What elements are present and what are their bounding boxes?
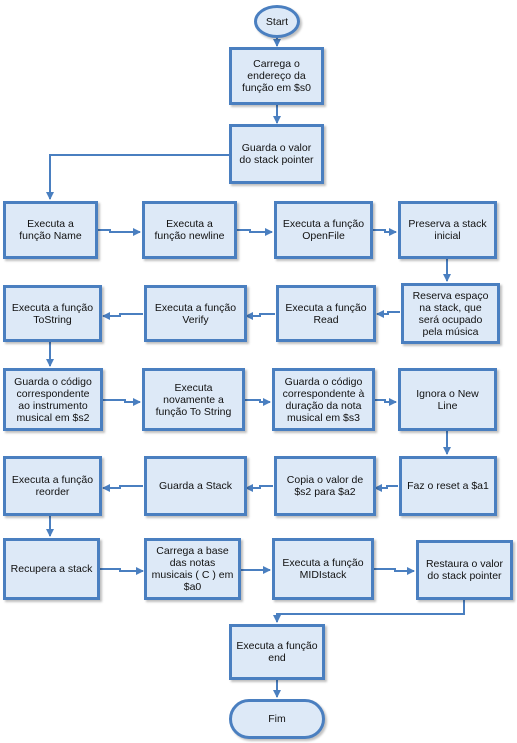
arrow-reserva-to-read [376,310,400,318]
exec-reorder-box: Executa a função reorder [3,456,102,516]
carrega-endereco-box: Carrega o endereço da função em $s0 [229,47,324,105]
recupera-stack-box: Recupera a stack [3,538,100,600]
exec-novamente-tostring-box: Executa novamente a função To String [142,368,245,431]
guarda-codigo-dur-box: Guarda o código correspondente à duração… [272,368,375,431]
ignora-newline-box: Ignora o New Line [398,368,497,431]
arrow-midistack-to-restaura [373,567,415,575]
exec-name-box: Executa a função Name [3,201,98,259]
arrow-copia-to-guarda-stack [245,484,273,492]
arrow-openfile-to-preserva [372,228,397,236]
exec-verify-box: Executa a função Verify [144,285,247,342]
guarda-codigo-instr-box: Guarda o código correspondente ao instru… [3,368,103,431]
restaura-sp-box: Restaura o valor do stack pointer [416,540,513,600]
arrow-recupera-to-carrega-base [99,567,144,575]
start-terminal: Start [254,5,300,38]
fim-terminal: Fim [229,699,325,739]
arrow-name-to-newline [97,228,141,236]
exec-read-box: Executa a função Read [276,285,376,342]
exec-newline-box: Executa a função newline [142,201,237,259]
arrow-guarda-instr-to-novamente [102,398,141,406]
arrow-reset-to-copia [374,484,398,492]
preserva-stack-box: Preserva a stack inicial [398,201,497,259]
reset-a1-box: Faz o reset a $a1 [399,456,497,516]
exec-openfile-box: Executa a função OpenFile [274,201,373,259]
arrow-guarda-stack-to-reorder [102,484,143,492]
exec-midistack-box: Executa a função MIDIstack [272,538,374,600]
copia-valor-box: Copia o valor de $s2 para $a2 [274,456,376,516]
arrow-restaura-to-end [273,599,465,623]
arrow-guarda-sp-to-name [46,154,230,200]
arrow-dur-to-ignora [374,398,397,406]
arrow-verify-to-tostring [102,312,143,320]
arrow-newline-to-openfile [235,228,273,236]
arrow-novamente-to-dur [244,398,271,406]
exec-end-box: Executa a função end [229,624,325,680]
arrow-read-to-verify [245,312,275,320]
exec-tostring-box: Executa a função ToString [3,285,102,342]
carrega-base-box: Carrega a base das notas musicais ( C ) … [144,538,241,600]
reserva-espaco-box: Reserva espaço na stack, que será ocupad… [401,283,500,344]
guarda-stack-box: Guarda a Stack [144,456,247,516]
guarda-sp-box: Guarda o valor do stack pointer [229,124,324,184]
